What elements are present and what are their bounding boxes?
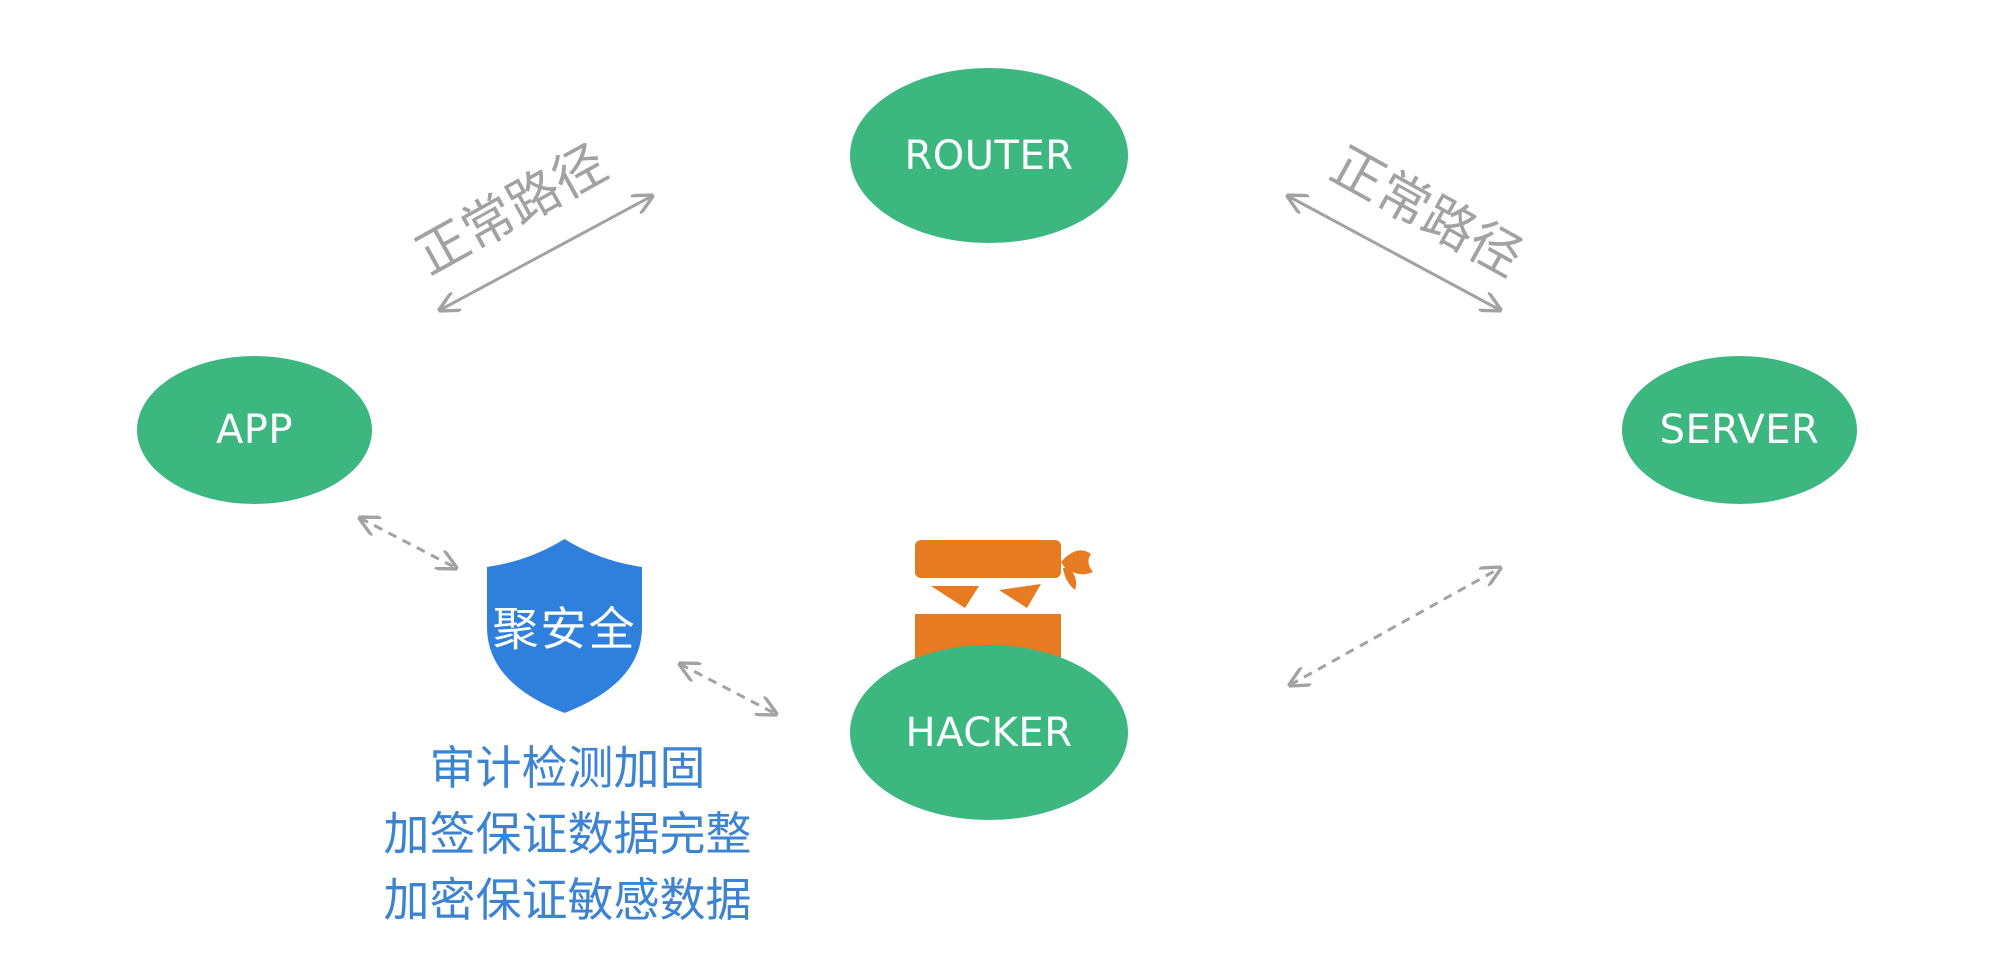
- router-node: ROUTER: [850, 68, 1128, 243]
- server-label: SERVER: [1659, 407, 1820, 453]
- feature-signing: 加签保证数据完整: [383, 807, 752, 861]
- arrow-router-server: [1288, 196, 1500, 310]
- feature-audit: 审计检测加固: [429, 741, 706, 795]
- app-label: APP: [215, 407, 294, 453]
- arrow-app-shield: [360, 518, 456, 568]
- app-node: APP: [137, 356, 372, 504]
- security-shield: 聚安全: [482, 535, 647, 715]
- shield-label: 聚安全: [492, 602, 637, 656]
- arrow-shield-hacker: [680, 664, 776, 714]
- server-node: SERVER: [1622, 356, 1857, 504]
- security-features-list: 审计检测加固 加签保证数据完整 加密保证敏感数据: [365, 735, 770, 933]
- router-label: ROUTER: [904, 132, 1074, 179]
- hacker-node: HACKER: [850, 645, 1128, 820]
- hacker-label: HACKER: [905, 709, 1073, 756]
- arrow-app-router: [440, 196, 652, 310]
- shield-icon: [487, 539, 642, 713]
- feature-encryption: 加密保证敏感数据: [383, 873, 752, 927]
- arrow-hacker-server: [1290, 568, 1500, 685]
